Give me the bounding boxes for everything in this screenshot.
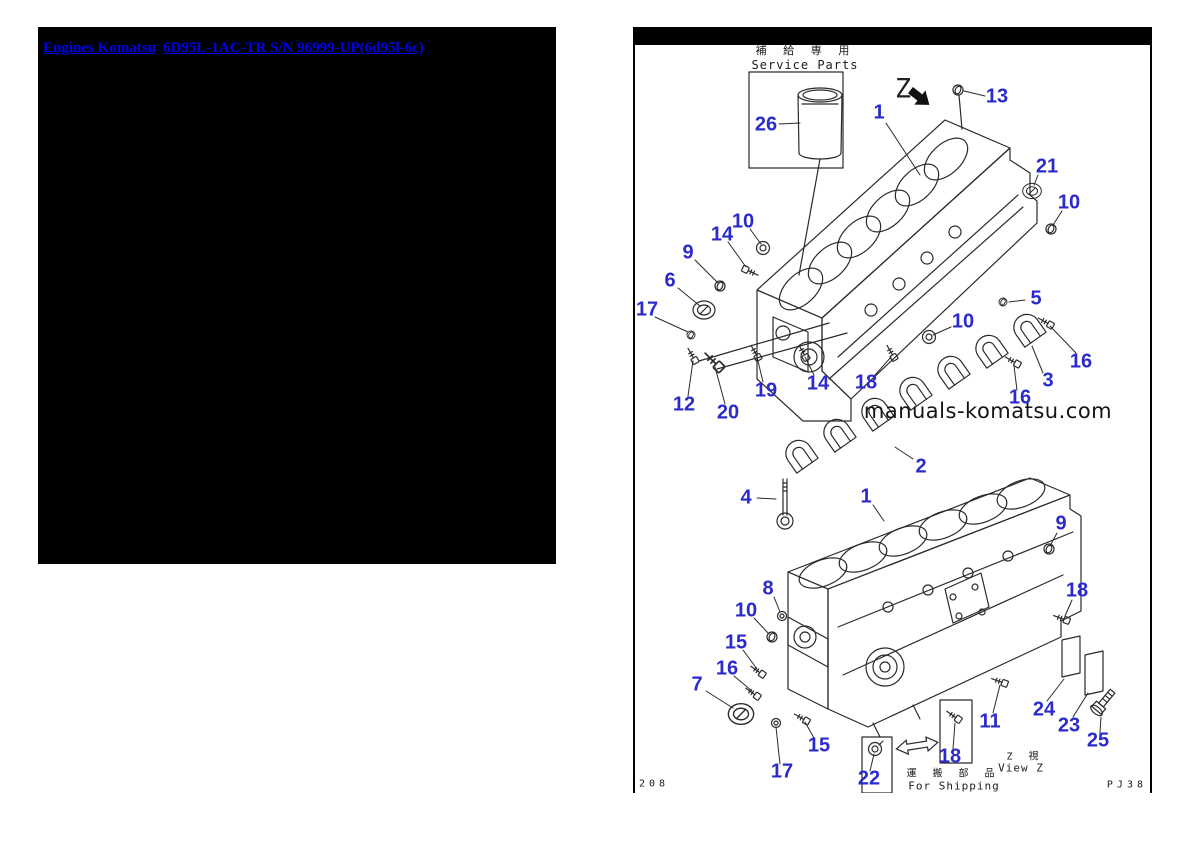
watermark: manuals-komatsu.com (863, 399, 1113, 423)
z-direction-arrow (907, 86, 930, 105)
for-shipping-label-en: For Shipping (908, 779, 1000, 793)
callout-19: 19 (754, 379, 778, 402)
callout-9: 9 (1055, 512, 1067, 535)
callout-13: 13 (985, 85, 1009, 108)
callout-16: 16 (1008, 386, 1032, 409)
engine-block-diagram (633, 27, 1152, 793)
callout-15: 15 (807, 734, 831, 757)
view-z-label-en: View Z (998, 761, 1044, 775)
head-bolt-drawing (776, 478, 794, 530)
service-parts-box (748, 71, 844, 169)
callout-6: 6 (664, 269, 676, 292)
view-z-marker: Z (894, 73, 912, 105)
top-black-bar (633, 27, 1152, 45)
left-content-panel: Engines Komatsu 6D95L-1AC-TR S/N 96999-UP… (38, 27, 556, 564)
callout-10: 10 (1057, 191, 1081, 214)
callout-21: 21 (1035, 155, 1059, 178)
model-serial-link[interactable]: 6D95L-1AC-TR S/N 96999-UP(6d95l-6c) (162, 40, 424, 56)
callout-18: 18 (854, 371, 878, 394)
callout-23: 23 (1057, 714, 1081, 737)
right-border (1150, 45, 1152, 793)
for-shipping-label-jp: 運 搬 部 品 (906, 768, 1000, 780)
callout-20: 20 (716, 401, 740, 424)
callout-17: 17 (635, 298, 659, 321)
callout-1: 1 (873, 101, 885, 124)
callout-10: 10 (951, 310, 975, 333)
callout-7: 7 (691, 673, 703, 696)
callout-11: 11 (979, 710, 1001, 733)
left-border (633, 45, 635, 793)
parts-diagram-panel: 補 給 専 用 Service Parts Z manuals-komatsu.… (633, 27, 1152, 793)
cylinder-liner-drawing (797, 87, 843, 276)
callout-14: 14 (806, 372, 830, 395)
callout-18: 18 (938, 745, 962, 768)
callout-2: 2 (915, 455, 927, 478)
callout-5: 5 (1030, 287, 1042, 310)
callout-8: 8 (762, 577, 774, 600)
shipping-box-18 (939, 699, 973, 764)
callout-26: 26 (754, 113, 778, 136)
callout-3: 3 (1042, 369, 1054, 392)
sheet-code: PJ38 (1106, 779, 1147, 791)
page-number: 208 (639, 778, 670, 790)
service-parts-title-en: Service Parts (751, 58, 859, 72)
side-plates-drawing (1061, 635, 1116, 717)
callout-24: 24 (1032, 698, 1056, 721)
shipping-box-22 (861, 736, 893, 793)
view-z-label-jp: Z 視 (1006, 751, 1044, 763)
callout-15: 15 (724, 631, 748, 654)
service-parts-title-jp: 補 給 専 用 (755, 44, 855, 57)
shipping-swap-arrow (895, 736, 939, 756)
callout-16: 16 (715, 657, 739, 680)
callout-17: 17 (770, 760, 794, 783)
breadcrumb: Engines Komatsu 6D95L-1AC-TR S/N 96999-UP… (43, 40, 431, 57)
callout-14: 14 (710, 223, 734, 246)
callout-12: 12 (672, 393, 696, 416)
engines-komatsu-link[interactable]: Engines Komatsu (43, 40, 156, 56)
callout-10: 10 (731, 210, 755, 233)
callout-16: 16 (1069, 350, 1093, 373)
leader-lines (654, 90, 1102, 772)
callout-10: 10 (734, 599, 758, 622)
callout-18: 18 (1065, 579, 1089, 602)
callout-1: 1 (860, 485, 872, 508)
callout-9: 9 (682, 241, 694, 264)
upper-engine-block-drawing (698, 94, 1038, 422)
callout-4: 4 (740, 486, 752, 509)
callout-25: 25 (1086, 729, 1110, 752)
lower-engine-block-drawing (787, 477, 1082, 738)
callout-22: 22 (857, 767, 881, 790)
